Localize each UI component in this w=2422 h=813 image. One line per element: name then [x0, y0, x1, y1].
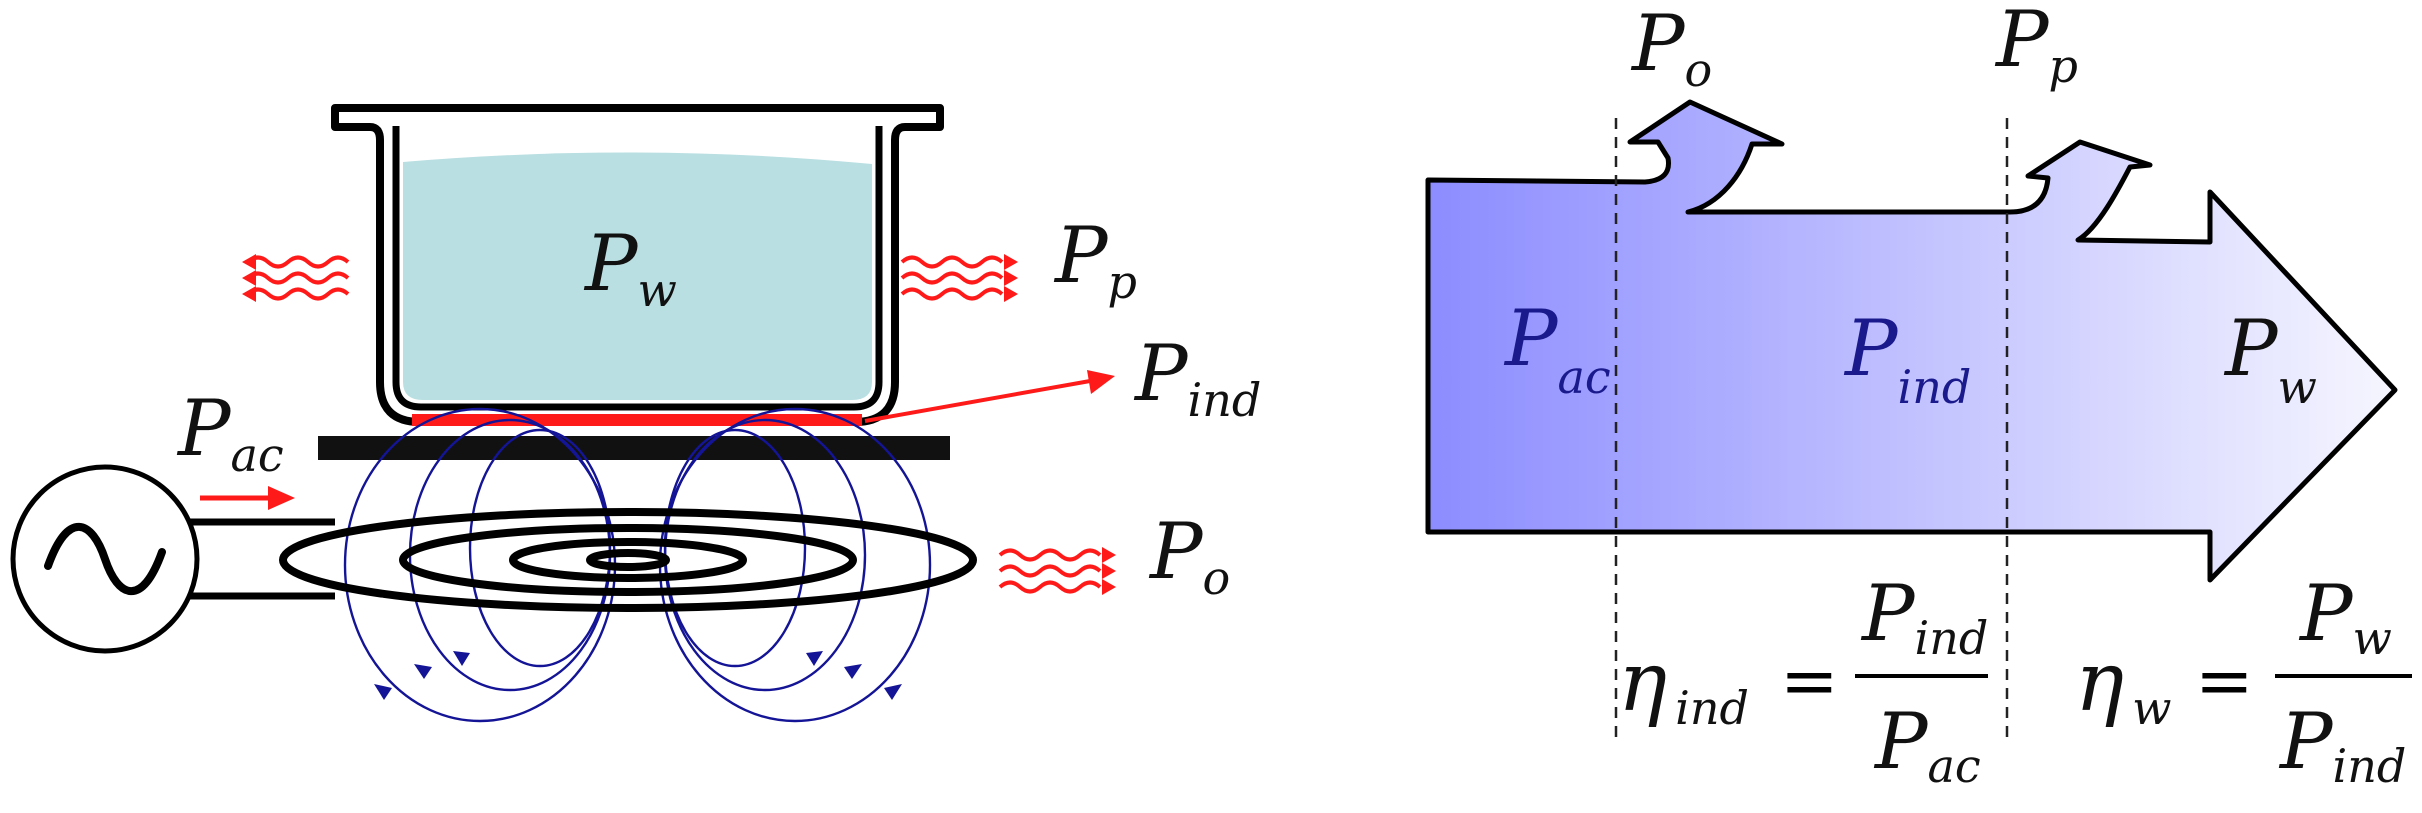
sankey-flow: [1425, 99, 2398, 583]
loss-p-label: Pp: [1994, 0, 2078, 93]
field-loop: [663, 428, 807, 668]
induction-coil: [279, 508, 977, 612]
source-power-label: Pac: [176, 384, 284, 482]
field-loop: [408, 418, 612, 692]
eta-ind-numerator: Pind: [1860, 569, 1988, 665]
eta-w-numerator: Pw: [2298, 569, 2392, 665]
eta-ind-equals: =: [1780, 640, 1839, 722]
source-power-arrow: [200, 486, 295, 510]
pot-inner-wall: [392, 126, 883, 411]
eta-ind-denominator: Pac: [1873, 697, 1981, 793]
pot: [331, 104, 944, 426]
field-loop: [663, 418, 867, 692]
stage-ind-label: Pind: [1843, 304, 1971, 414]
coil-heat-loss: [998, 547, 1116, 595]
stage-ac-label: Pac: [1503, 294, 1611, 404]
induction-power-label: Pind: [1133, 329, 1261, 427]
loss-o-label: Po: [1630, 0, 1712, 97]
field-loop: [468, 428, 612, 668]
coil-loss-label: Po: [1148, 507, 1230, 605]
eta-w-denominator: Pind: [2278, 697, 2406, 793]
pot-heat-loss-left: [242, 254, 350, 302]
stage-w-label: Pw: [2223, 304, 2317, 414]
hob-plate: [318, 436, 950, 460]
pot-heat-loss-right: [900, 254, 1018, 302]
ac-source: [10, 464, 335, 654]
sine-wave-icon: [44, 522, 166, 596]
magnetic-field-lines: [343, 407, 932, 723]
water: [403, 152, 872, 400]
eta-w-equals: =: [2195, 640, 2254, 722]
induction-pointer: [864, 370, 1115, 423]
left-panel: Pw Pp Pind Pac Po: [10, 104, 1261, 723]
induction-strip: [412, 414, 862, 426]
pot-loss-label: Pp: [1053, 211, 1137, 309]
field-arrows: [374, 651, 902, 700]
pot-power-label: Pw: [583, 219, 677, 317]
